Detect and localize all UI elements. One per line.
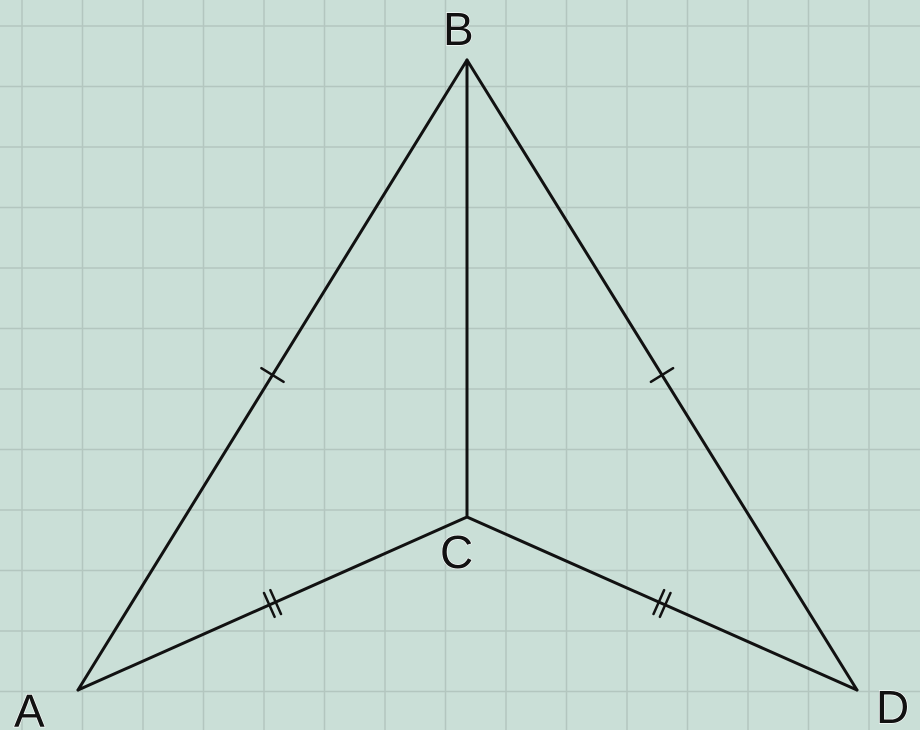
vertex-labels: A B C D [13,2,909,730]
vertex-label-b: B [443,3,474,55]
tick-mark-bd [649,366,675,384]
segment-ac [76,515,469,692]
equal-length-marks [260,366,675,619]
tick-mark-cd [652,588,666,616]
vertex-label-d: D [876,681,909,730]
vertex-label-c: C [440,526,473,578]
segment-cd [465,515,859,692]
tick-mark-cd [658,591,672,619]
vertex-label-a: A [14,685,45,730]
tick-mark-ab [260,366,285,384]
tick-mark-ac [269,588,283,616]
tick-mark-ac [262,591,276,619]
